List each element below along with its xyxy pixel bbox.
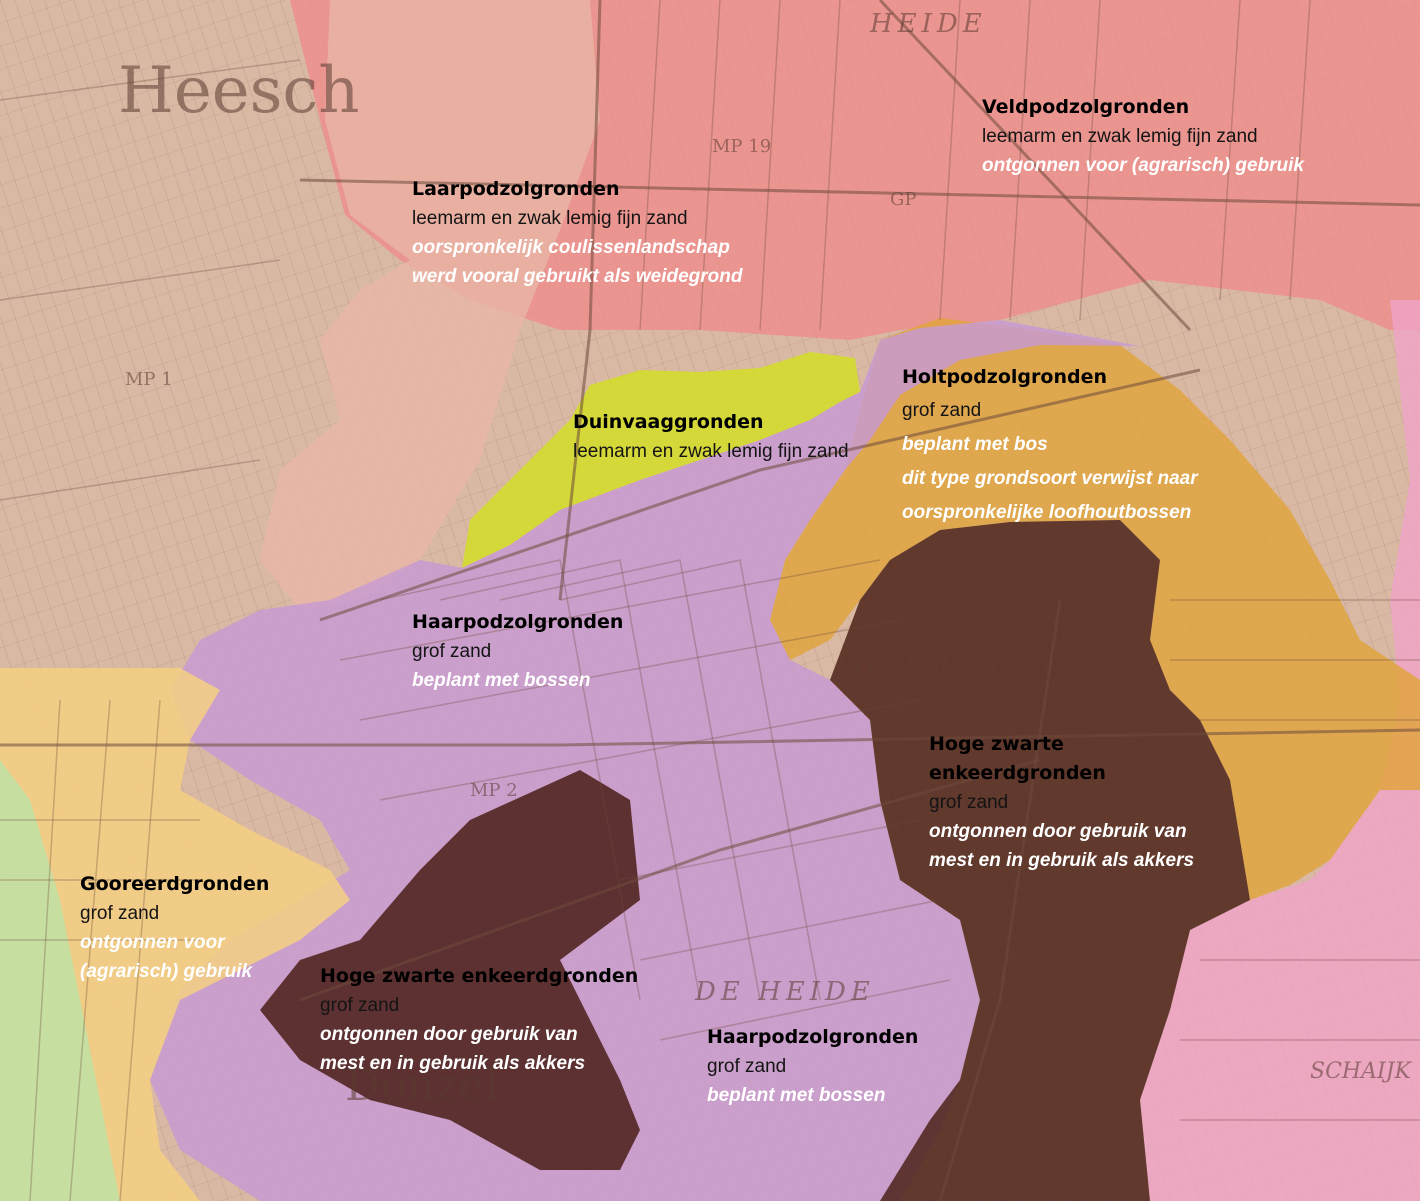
label-texture: grof zand: [929, 792, 1009, 813]
label-gooreerd: Gooreerdgronden grof zand ontgonnen voor…: [80, 870, 269, 986]
print-heide-bottom: DE HEIDE: [694, 977, 875, 1007]
label-title: Laarpodzolgronden: [412, 178, 620, 200]
label-title: Haarpodzolgronden: [412, 611, 624, 633]
print-mp1: MP 1: [125, 369, 173, 390]
label-veldpodzol: Veldpodzolgronden leemarm en zwak lemig …: [982, 93, 1304, 180]
label-note: ontgonnen door gebruik van: [320, 1024, 578, 1045]
zone-holtpodzol: [770, 318, 1420, 900]
label-note: (agrarisch) gebruik: [80, 961, 253, 982]
label-haarpodzol-mid: Haarpodzolgronden grof zand beplant met …: [412, 608, 623, 695]
zone-laarpodzol: [260, 0, 600, 610]
label-texture: grof zand: [320, 995, 400, 1016]
label-title: Hoge zwarte: [929, 733, 1064, 755]
label-note: dit type grondsoort verwijst naar: [902, 468, 1198, 489]
print-mp2: MP 2: [470, 780, 518, 801]
label-texture: grof zand: [80, 903, 160, 924]
print-hees: Heesch: [118, 54, 359, 128]
label-note: beplant met bossen: [412, 670, 591, 691]
label-texture: grof zand: [707, 1056, 787, 1077]
label-title: Haarpodzolgronden: [707, 1026, 919, 1048]
label-title: Gooreerdgronden: [80, 873, 270, 895]
label-note: mest en in gebruik als akkers: [929, 850, 1195, 871]
label-texture: leemarm en zwak lemig fijn zand: [982, 126, 1258, 147]
label-note: ontgonnen voor: [80, 932, 225, 953]
label-title: Duinvaaggronden: [573, 411, 764, 433]
print-schaijk: SCHAIJK: [1310, 1059, 1412, 1084]
print-donzel: Donzel: [345, 1060, 498, 1111]
print-vorssel: DE VORSSEL: [839, 655, 1059, 685]
print-heide-top: HEIDE: [869, 9, 987, 39]
label-title: Holtpodzolgronden: [902, 366, 1107, 388]
label-title: enkeerdgronden: [929, 762, 1106, 784]
label-note: werd vooral gebruikt als weidegrond: [412, 266, 743, 287]
label-title: Hoge zwarte enkeerdgronden: [320, 965, 639, 987]
label-texture: grof zand: [412, 641, 492, 662]
label-texture: leemarm en zwak lemig fijn zand: [573, 441, 849, 462]
label-duinvaag: Duinvaaggronden leemarm en zwak lemig fi…: [573, 408, 849, 466]
print-gp: GP: [890, 189, 917, 210]
zone-enkeerd-bottom: [260, 770, 640, 1170]
label-note: beplant met bos: [902, 434, 1048, 455]
label-texture: leemarm en zwak lemig fijn zand: [412, 208, 688, 229]
label-note: ontgonnen voor (agrarisch) gebruik: [982, 155, 1304, 176]
label-note: beplant met bossen: [707, 1085, 886, 1106]
zone-green: [0, 760, 120, 1201]
zone-enkeerd-right: [830, 520, 1250, 1201]
label-note: ontgonnen door gebruik van: [929, 821, 1187, 842]
label-enkeerd-right: Hoge zwarte enkeerdgronden grof zand ont…: [929, 730, 1194, 875]
label-haarpodzol-bottom: Haarpodzolgronden grof zand beplant met …: [707, 1023, 918, 1110]
zone-duinvaag: [462, 352, 860, 568]
zone-pink-right: [1140, 300, 1420, 1201]
label-enkeerd-bottom: Hoge zwarte enkeerdgronden grof zand ont…: [320, 962, 638, 1078]
label-laarpodzol: Laarpodzolgronden leemarm en zwak lemig …: [412, 175, 742, 291]
label-note: mest en in gebruik als akkers: [320, 1053, 586, 1074]
label-note: oorspronkelijk coulissenlandschap: [412, 237, 730, 258]
print-mp19: MP 19: [712, 136, 771, 157]
label-texture: grof zand: [902, 400, 982, 421]
label-holtpodzol: Holtpodzolgronden grof zand beplant met …: [902, 360, 1198, 530]
label-title: Veldpodzolgronden: [982, 96, 1190, 118]
label-note: oorspronkelijke loofhoutbossen: [902, 502, 1192, 523]
